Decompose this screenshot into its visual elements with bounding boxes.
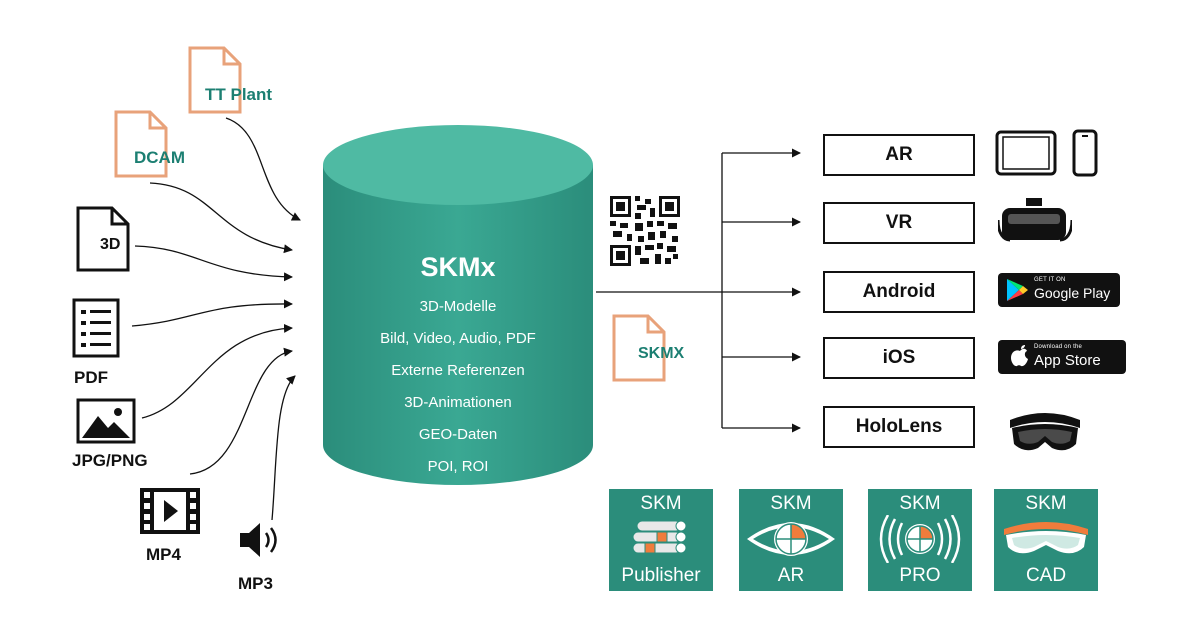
smartphone-icon bbox=[1072, 129, 1098, 177]
arrow-mp3 bbox=[271, 375, 296, 521]
database-title: SKMx bbox=[420, 252, 496, 282]
target-android: Android bbox=[823, 271, 975, 313]
3d-label: 3D bbox=[100, 236, 121, 253]
tt-plant-file-icon bbox=[188, 46, 242, 114]
signal-target-icon bbox=[879, 515, 961, 563]
google-play-badge[interactable]: GET IT ON Google Play bbox=[998, 273, 1120, 307]
app-publisher-bottom-label: Publisher bbox=[621, 565, 701, 586]
app-tile-ar[interactable]: SKM AR bbox=[739, 489, 843, 591]
vr-headset-icon bbox=[998, 198, 1072, 242]
image-icon bbox=[76, 398, 136, 444]
app-tile-pro[interactable]: SKM PRO bbox=[868, 489, 972, 591]
app-cad-top-label: SKM bbox=[1025, 493, 1067, 514]
app-pro-top-label: SKM bbox=[899, 493, 941, 514]
db-item-3d-models: 3D-Modelle bbox=[419, 298, 497, 315]
google-play-small-text: GET IT ON bbox=[1034, 277, 1066, 283]
tt-plant-label: TT Plant bbox=[205, 85, 273, 104]
apple-logo-icon bbox=[1011, 345, 1028, 367]
target-ar: AR bbox=[823, 134, 975, 176]
db-item-external-refs: Externe Referenzen bbox=[391, 362, 525, 379]
publisher-pipes-icon bbox=[632, 520, 687, 554]
skmx-file-label: SKMX bbox=[638, 345, 685, 362]
dcam-label: DCAM bbox=[134, 148, 185, 167]
qr-code-icon bbox=[610, 196, 680, 266]
app-cad-bottom-label: CAD bbox=[1025, 565, 1067, 586]
arrow-tt-plant bbox=[225, 117, 301, 221]
app-store-big-text: App Store bbox=[1034, 352, 1101, 369]
arrow-jpg bbox=[141, 323, 293, 419]
app-tile-publisher[interactable]: SKM Publisher bbox=[609, 489, 713, 591]
app-pro-bottom-label: PRO bbox=[899, 565, 941, 586]
database-cylinder bbox=[323, 125, 593, 485]
app-ar-top-label: SKM bbox=[770, 493, 812, 514]
target-vr: VR bbox=[823, 202, 975, 244]
target-ios: iOS bbox=[823, 337, 975, 379]
app-store-small-text: Download on the bbox=[1034, 344, 1083, 350]
db-item-media: Bild, Video, Audio, PDF bbox=[380, 330, 536, 347]
skmx-file-icon bbox=[612, 314, 666, 382]
eye-target-icon bbox=[747, 522, 835, 556]
app-tile-cad[interactable]: SKM CAD bbox=[994, 489, 1098, 591]
app-publisher-top-label: SKM bbox=[640, 493, 682, 514]
db-item-poi-roi: POI, ROI bbox=[427, 458, 489, 475]
mp4-label: MP4 bbox=[146, 545, 181, 564]
arrow-3d bbox=[134, 245, 293, 282]
arrow-mp4 bbox=[189, 347, 293, 475]
hololens-icon bbox=[1010, 413, 1080, 451]
speaker-icon bbox=[240, 523, 277, 557]
3d-file-icon bbox=[76, 206, 130, 272]
target-hololens: HoloLens bbox=[823, 406, 975, 448]
tablet-icon bbox=[995, 130, 1057, 176]
pdf-label: PDF bbox=[74, 368, 108, 387]
arrow-pdf bbox=[131, 299, 293, 327]
dcam-file-icon bbox=[114, 110, 168, 178]
video-icon bbox=[140, 488, 200, 534]
app-ar-bottom-label: AR bbox=[777, 565, 805, 586]
pdf-document-icon bbox=[72, 298, 120, 358]
google-play-logo-icon bbox=[1007, 279, 1028, 301]
google-play-big-text: Google Play bbox=[1034, 285, 1111, 301]
jpg-png-label: JPG/PNG bbox=[72, 451, 148, 470]
arrow-dcam bbox=[149, 182, 293, 254]
app-store-badge[interactable]: Download on the App Store bbox=[998, 340, 1126, 374]
db-item-geo: GEO-Daten bbox=[418, 426, 498, 443]
db-item-animations: 3D-Animationen bbox=[404, 394, 512, 411]
mr-glasses-icon bbox=[1004, 522, 1088, 554]
mp3-label: MP3 bbox=[238, 574, 273, 593]
